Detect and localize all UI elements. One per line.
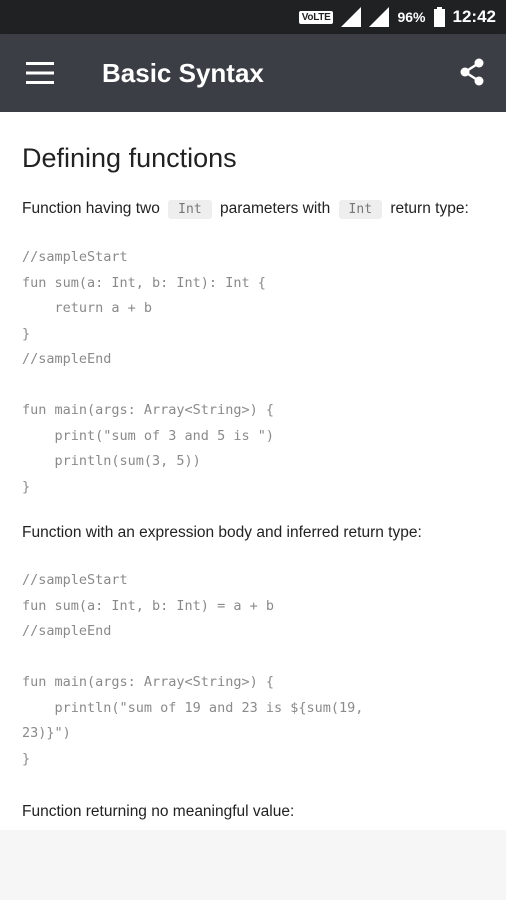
para1-text-2: parameters with [219,200,331,217]
menu-button[interactable] [0,34,80,112]
section-heading: Defining functions [22,143,237,173]
code-block-1: //sampleStart fun sum(a: Int, b: Int): I… [22,249,274,495]
signal-icon [341,7,362,27]
code-block-2: //sampleStart fun sum(a: Int, b: Int) = … [22,572,364,767]
volte-indicator: VoLTE [298,10,334,24]
paragraph-2: Function with an expression body and inf… [22,524,422,541]
clock: 12:42 [452,7,496,26]
hamburger-menu-icon [26,62,54,84]
share-button[interactable] [452,52,492,92]
paragraph-3-partial: Function returning no meaningful value: [22,803,295,820]
inline-code-int-2: Int [338,200,383,219]
page-title: Basic Syntax [102,58,264,88]
paragraph-1: Function having two Int parameters with … [22,193,484,225]
para1-text-1: Function having two [22,200,160,217]
battery-percent: 96% [397,9,426,25]
app-bar: Basic Syntax [0,34,506,112]
share-icon [460,58,484,86]
signal-icon-2 [369,7,390,27]
content-area[interactable]: Defining functions Function having two I… [0,112,506,830]
battery-icon [433,7,445,27]
status-bar: VoLTE 96% 12:42 [0,0,506,34]
bottom-area [0,830,506,900]
inline-code-int-1: Int [168,200,212,219]
para1-text-3: return type: [390,200,469,217]
